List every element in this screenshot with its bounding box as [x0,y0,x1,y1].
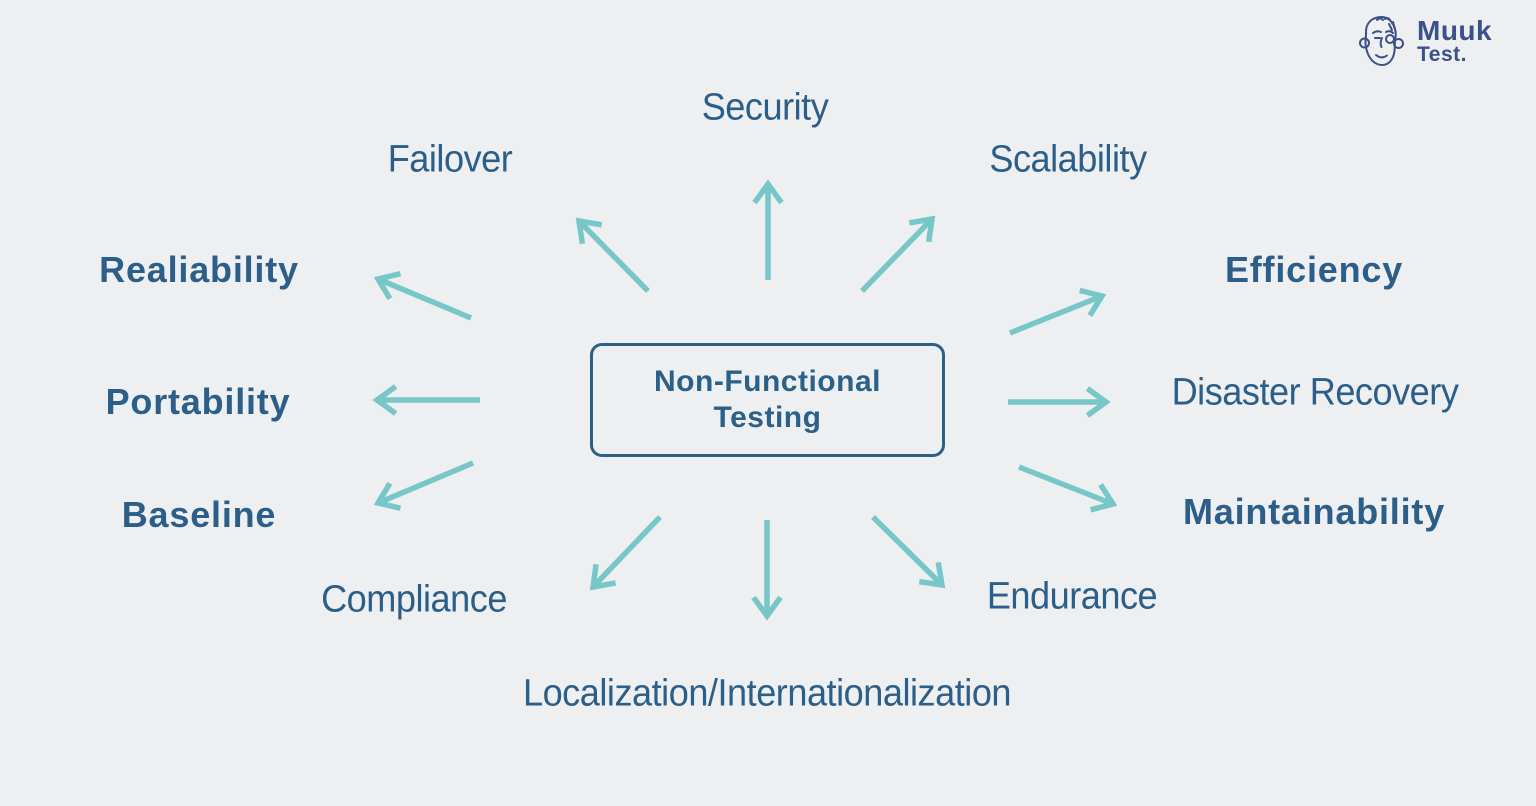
muuk-logo: Muuk Test. [1356,12,1492,70]
center-node-non-functional-testing: Non-Functional Testing [590,343,945,457]
center-node-line1: Non-Functional [654,365,881,398]
arrow-to-efficiency [1008,287,1107,336]
arrow-to-scalability [860,215,936,293]
arrow-to-realiability [373,271,473,321]
arrow-to-endurance [871,515,946,589]
diagram-label-maintainability: Maintainability [1182,491,1446,532]
muuk-logo-face-icon [1359,15,1404,67]
arrow-to-baseline [373,460,475,511]
arrow-to-compliance [589,515,662,591]
diagram-label-scalability: Scalability [989,138,1147,181]
diagram-label-efficiency: Efficiency [1224,249,1404,290]
diagram-label-portability: Portability [105,381,291,422]
arrow-to-localization [751,520,783,621]
diagram-label-localization: Localization/Internationalization [522,672,1012,715]
diagram-label-endurance: Endurance [986,575,1158,618]
arrow-to-security [752,179,784,280]
diagram-label-compliance: Compliance [321,578,507,621]
arrow-to-portability [372,384,480,416]
arrow-to-maintainability [1017,464,1118,513]
muuk-logo-brand-bottom: Test. [1417,42,1467,66]
diagram-label-disaster-recovery: Disaster Recovery [1171,371,1459,414]
muuk-logo-text: Muuk Test. [1417,14,1493,66]
diagram-label-baseline: Baseline [121,494,277,535]
arrow-to-disaster-recovery [1008,386,1111,418]
diagram-label-failover: Failover [387,138,513,181]
diagram-label-security: Security [701,86,829,129]
center-node-line2: Testing [713,401,822,434]
arrow-to-failover [575,217,650,293]
diagram-label-realiability: Realiability [99,249,299,290]
muuk-logo-brand-top: Muuk [1417,14,1493,46]
